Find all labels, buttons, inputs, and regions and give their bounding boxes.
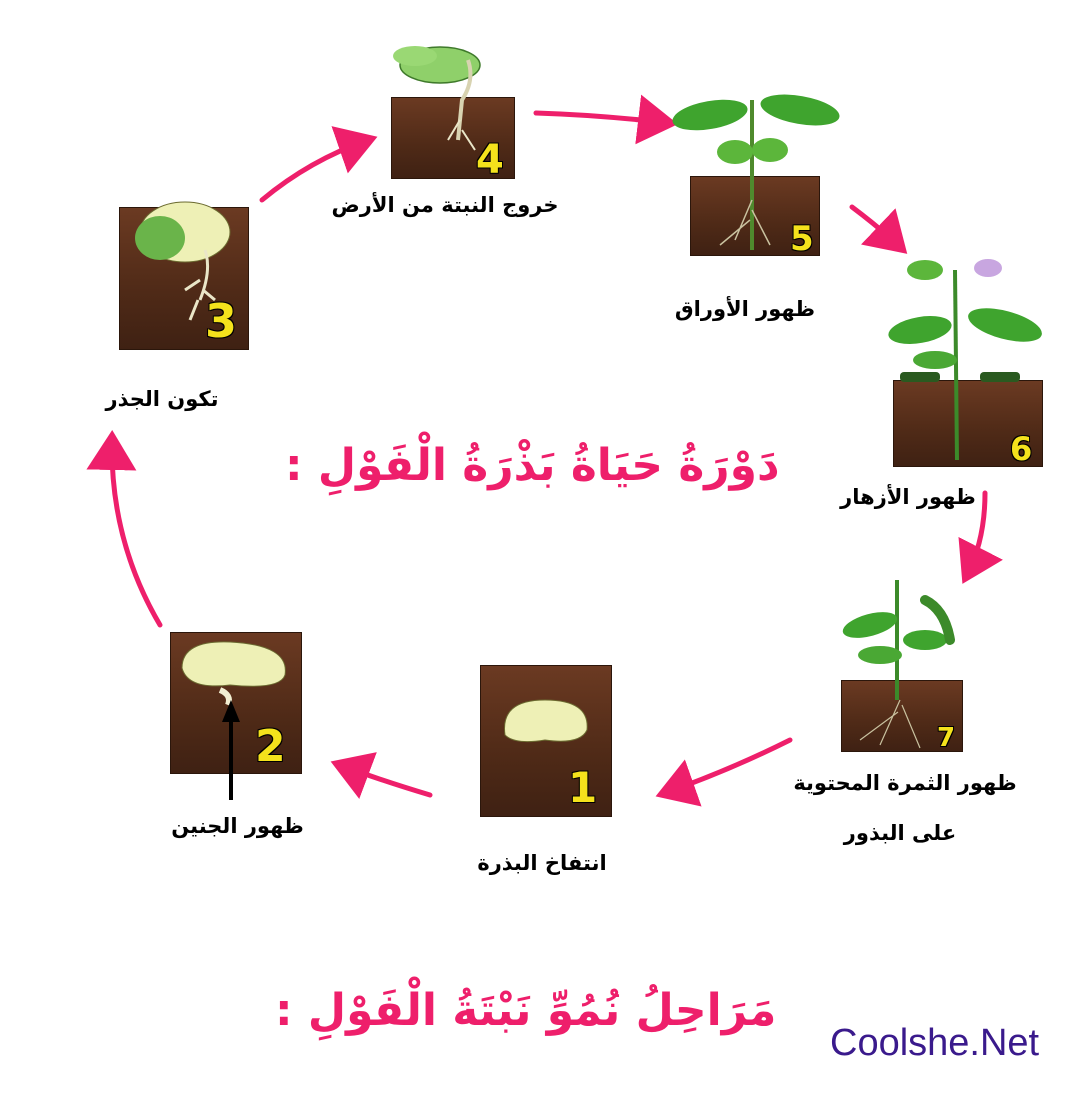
stage-7-label-line1: ظهور الثمرة المحتوية (793, 771, 1017, 795)
stage-1-label: انتفاخ البذرة (477, 851, 607, 875)
stage-6-soil (893, 380, 1043, 467)
section-title: مَرَاحِلُ نُمُوِّ نَبْتَةُ الْفَوْلِ : (275, 985, 777, 1036)
stage-3-label: تكون الجذر (105, 387, 219, 411)
arrow-6-to-7 (958, 490, 1003, 584)
stage-7-label-line2: على البذور (843, 821, 957, 845)
arrow-7-to-1 (655, 737, 793, 807)
diagram-title: دَوْرَةُ حَيَاةُ بَذْرَةُ الْفَوْلِ : (285, 440, 780, 491)
arrow-1-to-2 (330, 752, 433, 799)
stage-6-number: 6 (1010, 430, 1033, 468)
stage-6-label: ظهور الأزهار (840, 485, 976, 509)
stage-7-number: 7 (937, 723, 956, 753)
stage-2-label: ظهور الجنين (171, 814, 304, 838)
stage-5-label: ظهور الأوراق (674, 297, 816, 321)
stage-4-soil (391, 97, 515, 179)
stage-2-number: 2 (255, 721, 286, 772)
arrow-2-to-3 (86, 430, 163, 628)
stage-4-number: 4 (476, 137, 504, 183)
arrow-4-to-5 (533, 94, 678, 145)
stage-4-label: خروج النبتة من الأرض (331, 193, 559, 217)
stage-7-soil (841, 680, 963, 752)
stage-5-number: 5 (790, 219, 814, 259)
arrow-3-to-4 (259, 126, 378, 203)
stage-1-number: 1 (568, 763, 598, 812)
stage-1-soil (480, 665, 612, 817)
site-watermark: Coolshe.Net (830, 1022, 1040, 1064)
arrow-5-to-6 (849, 204, 908, 254)
stage-3-number: 3 (205, 294, 238, 348)
